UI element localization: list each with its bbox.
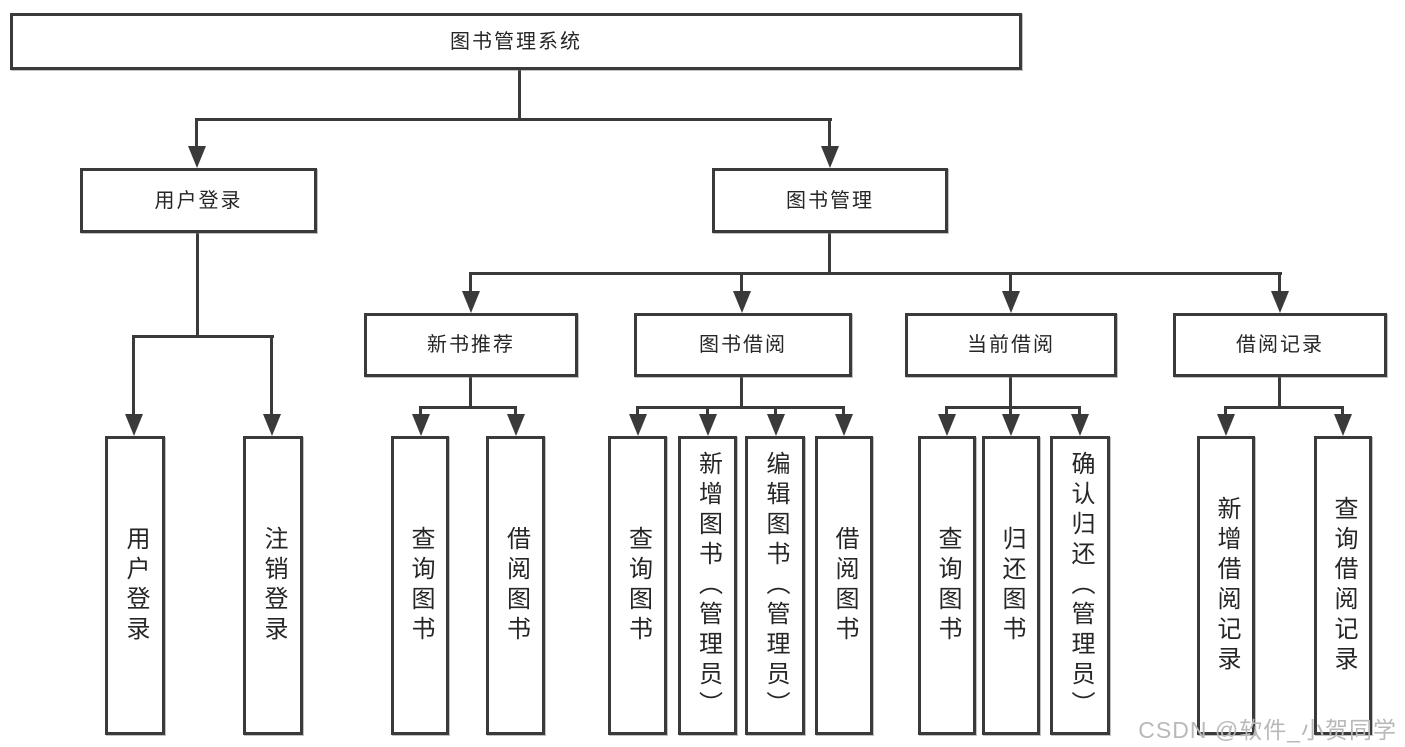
leaf-add-books-admin: 新增图书（管理员）	[678, 436, 737, 735]
leaf-label: 查询图书	[934, 525, 961, 646]
arrow-down-book-borrow-leaf1	[628, 406, 647, 436]
connector-user-login-stem	[196, 233, 199, 335]
connector-current-borrow-stem	[1009, 377, 1012, 406]
arrow-down-book-borrow-leaf3	[766, 406, 785, 436]
connector-level2-hline	[196, 118, 832, 121]
arrow-down-to-leaf-user-login	[124, 335, 143, 436]
node-label: 图书管理系统	[450, 30, 582, 53]
arrow-down-new-book-leaf2	[506, 406, 525, 436]
arrow-down-book-borrow-leaf2	[698, 406, 717, 436]
leaf-label: 编辑图书（管理员）	[762, 450, 789, 721]
node-borrowing-records: 借阅记录	[1173, 313, 1387, 377]
leaf-borrow-books: 借阅图书	[815, 436, 873, 735]
arrow-down-to-book-management	[820, 118, 839, 168]
node-label: 用户登录	[154, 189, 243, 212]
arrow-down-book-borrow-leaf4	[834, 406, 853, 436]
node-label: 新书推荐	[427, 334, 515, 356]
connector-current-borrow-hline	[946, 406, 1081, 409]
leaf-edit-books-admin: 编辑图书（管理员）	[745, 436, 805, 735]
connector-borrow-records-hline	[1225, 406, 1344, 409]
arrow-down-to-book-borrowing	[732, 272, 751, 313]
arrow-down-current-borrow-leaf3	[1070, 406, 1089, 436]
leaf-user-login: 用户登录	[105, 436, 165, 735]
leaf-label: 用户登录	[122, 525, 149, 646]
arrow-down-current-borrow-leaf1	[937, 406, 956, 436]
node-book-management: 图书管理	[712, 168, 948, 233]
leaf-confirm-return-admin: 确认归还（管理员）	[1050, 436, 1110, 735]
connector-book-borrow-hline	[636, 406, 845, 409]
connector-borrow-records-stem	[1278, 377, 1281, 406]
connector-new-book-hline	[420, 406, 516, 409]
connector-user-login-hline	[133, 335, 274, 338]
node-user-login-branch: 用户登录	[80, 168, 317, 233]
connector-level3-hline	[470, 272, 1282, 275]
arrow-down-current-borrow-leaf2	[1001, 406, 1020, 436]
node-label: 当前借阅	[967, 334, 1055, 356]
leaf-borrow-books-recommend: 借阅图书	[486, 436, 545, 735]
arrow-down-borrow-records-leaf1	[1216, 406, 1235, 436]
connector-book-borrow-stem	[740, 377, 743, 406]
arrow-down-to-new-book-recommendation	[461, 272, 480, 313]
connector-new-book-stem	[469, 377, 472, 406]
leaf-query-borrow-record: 查询借阅记录	[1314, 436, 1372, 735]
leaf-label: 新增借阅记录	[1213, 495, 1240, 676]
connector-book-management-stem	[828, 233, 831, 272]
leaf-query-books-current: 查询图书	[918, 436, 976, 735]
leaf-query-books-recommend: 查询图书	[391, 436, 449, 735]
node-label: 借阅记录	[1236, 334, 1324, 356]
leaf-label: 查询图书	[624, 525, 652, 646]
leaf-return-books: 归还图书	[982, 436, 1040, 735]
node-library-management-system: 图书管理系统	[10, 13, 1022, 70]
leaf-label: 确认归还（管理员）	[1067, 450, 1094, 721]
arrow-down-to-current-borrowing	[1001, 272, 1020, 313]
leaf-label: 归还图书	[998, 525, 1025, 646]
node-label: 图书管理	[786, 189, 874, 212]
leaf-label: 借阅图书	[831, 525, 858, 646]
arrow-down-borrow-records-leaf2	[1333, 406, 1352, 436]
leaf-query-books-borrow: 查询图书	[608, 436, 667, 735]
leaf-label: 查询图书	[407, 525, 434, 646]
csdn-watermark: CSDN @软件_小贺同学	[1138, 717, 1397, 743]
connector-root-stem	[518, 70, 521, 118]
leaf-add-borrow-record: 新增借阅记录	[1197, 436, 1255, 735]
node-current-borrowing: 当前借阅	[905, 313, 1117, 377]
arrow-down-to-user-login	[187, 118, 206, 168]
node-new-book-recommendation: 新书推荐	[364, 313, 578, 377]
node-label: 图书借阅	[699, 334, 787, 356]
leaf-label: 查询借阅记录	[1330, 495, 1357, 676]
arrow-down-new-book-leaf1	[411, 406, 430, 436]
leaf-label: 新增图书（管理员）	[694, 450, 722, 721]
arrow-down-to-leaf-logout	[262, 335, 281, 436]
leaf-label: 借阅图书	[502, 525, 530, 646]
leaf-logout: 注销登录	[243, 436, 303, 735]
arrow-down-to-borrowing-records	[1270, 272, 1289, 313]
node-book-borrowing: 图书借阅	[634, 313, 852, 377]
leaf-label: 注销登录	[260, 525, 287, 646]
